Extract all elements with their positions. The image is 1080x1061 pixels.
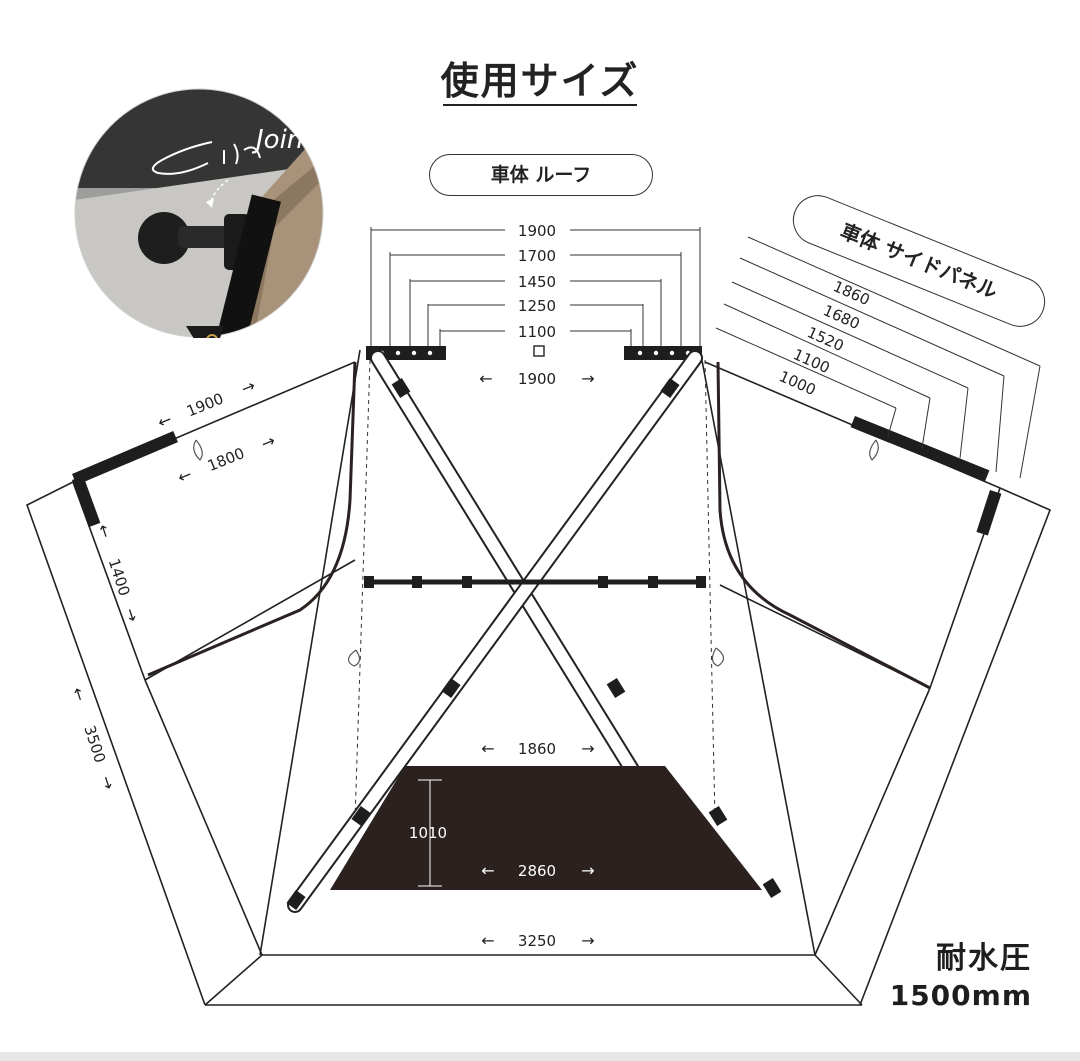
dim-left-height: 3500 [80,723,109,765]
left-diagonal-edge [259,349,361,956]
front-left-corner [204,954,263,1006]
right-door-curve [716,361,931,690]
arrow-left: ← [68,685,90,704]
roof-dim-1: 1900 [518,222,556,240]
cross-bar [364,576,706,588]
arrow-right: → [581,931,594,950]
arrow-right: → [238,376,258,399]
left-wall-outline [26,361,356,1006]
right-wall-outline [704,361,1052,1006]
left-guide-line [354,359,371,821]
arrow-right: → [97,773,119,792]
roof-dim-4: 1250 [518,297,556,315]
dim-floor-back: 1860 [518,740,556,758]
dim-left-top-inner: 1800 [205,444,247,475]
right-lower-edge [814,687,931,956]
arrow-left: ← [479,369,492,388]
arrow-right: → [121,605,143,624]
bottom-divider [0,1052,1080,1061]
right-guide-line [704,359,716,821]
water-pressure-block: 耐水圧 1500mm [890,940,1032,1013]
arrow-right: → [258,431,278,454]
arrow-left: ← [155,409,175,432]
arrow-right: → [581,861,594,880]
water-pressure-value: 1500mm [889,978,1032,1012]
dim-floor-front: 2860 [518,862,556,880]
front-right-corner [814,954,863,1006]
arrow-left: ← [481,739,494,758]
floor-panel [330,766,762,890]
arrow-left: ← [175,464,195,487]
roof-right-strip [624,346,702,360]
suction-cup-photo: Join [74,88,324,338]
page-title: 使用サイズ [440,59,640,103]
left-top-strip [72,431,178,486]
dim-left-top-outer: 1900 [184,389,226,420]
photo-script-text: Join [251,125,303,155]
dim-floor-depth: 1010 [409,824,447,842]
arrow-left: ← [94,522,116,541]
roof-dimension-lines [370,227,701,346]
side-dimension-lines [715,236,1041,479]
left-door-curve [147,361,357,677]
dim-top-front: 1900 [518,370,556,388]
roof-dim-5: 1100 [518,323,556,341]
arrow-left: ← [481,931,494,950]
water-pressure-label: 耐水圧 [936,941,1032,976]
side-dim-2: 1680 [820,301,862,333]
roof-dim-2: 1700 [518,247,556,265]
right-side-strip [976,489,1002,536]
dim-bottom: 3250 [518,932,556,950]
arrow-right: → [581,739,594,758]
left-side-strip [72,475,101,527]
roof-label: 車体 ルーフ [429,154,653,196]
dim-left-side: 1400 [105,556,134,598]
arrow-left: ← [481,861,494,880]
arrow-right: → [581,369,594,388]
left-lower-edge [144,679,263,956]
roof-dim-3: 1450 [518,273,556,291]
title-underline [443,104,637,106]
right-top-strip [850,416,990,482]
